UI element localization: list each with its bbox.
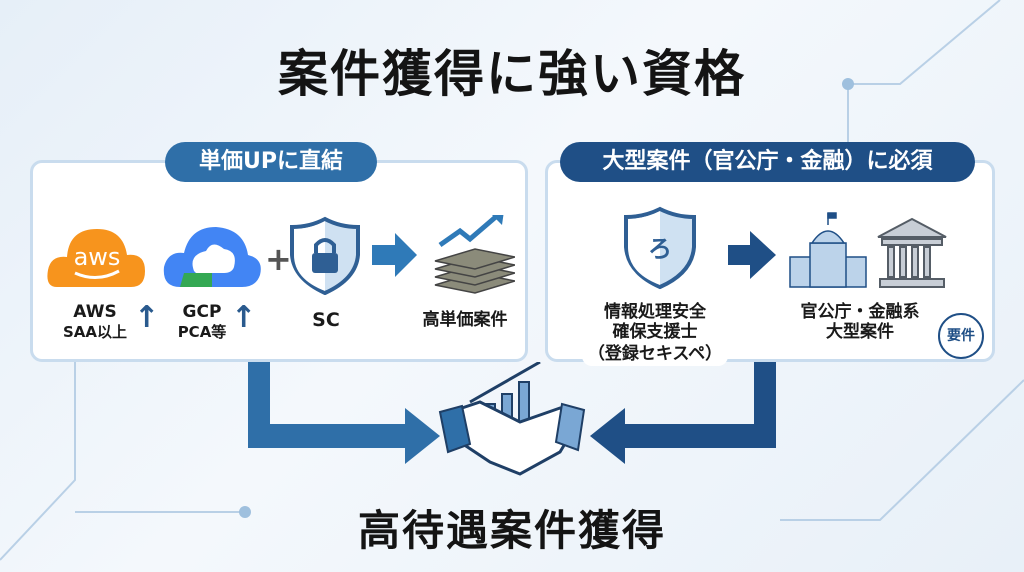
aws-logo-text: aws: [74, 243, 121, 271]
flow-arrows: [248, 362, 776, 476]
shield-lock-icon: [290, 216, 360, 295]
high-price-label: 高単価案件: [422, 310, 508, 330]
left-flow-arrow: [248, 362, 440, 464]
government-building-icon: [789, 212, 867, 288]
arrow-right-icon: [728, 231, 776, 279]
right-panel: [545, 160, 995, 362]
outcome-label: 高待遇案件獲得: [357, 506, 666, 555]
cert-label: 情報処理安全確保支援士（登録セキスペ）: [565, 302, 745, 366]
right-flow-arrow: [590, 362, 776, 464]
svg-text:ろ: ろ: [648, 235, 672, 263]
gcp-cloud-icon: [163, 227, 261, 287]
up-arrow-icon: ↑: [134, 300, 160, 335]
left-icons: aws +: [47, 215, 515, 295]
target-label: 官公庁・金融系大型案件: [800, 302, 920, 342]
money-stack-icon: [434, 215, 515, 294]
handshake-growth-icon: [438, 362, 586, 476]
shield-emblem-icon: ろ: [624, 206, 696, 290]
arrow-right-icon: [372, 233, 417, 277]
page-title: 案件獲得に強い資格: [278, 45, 746, 103]
requirement-badge: 要件: [938, 313, 984, 359]
aws-cloud-icon: aws: [47, 229, 145, 287]
right-panel-heading: 大型案件（官公庁・金融）に必須: [560, 142, 975, 182]
bank-building-icon: [877, 217, 947, 288]
sc-label: SC: [312, 309, 340, 331]
plus-icon: +: [265, 240, 292, 278]
up-arrow-icon: ↑: [231, 300, 257, 335]
left-panel-heading: 単価UPに直結: [165, 142, 377, 182]
right-icons: ろ: [624, 206, 947, 290]
